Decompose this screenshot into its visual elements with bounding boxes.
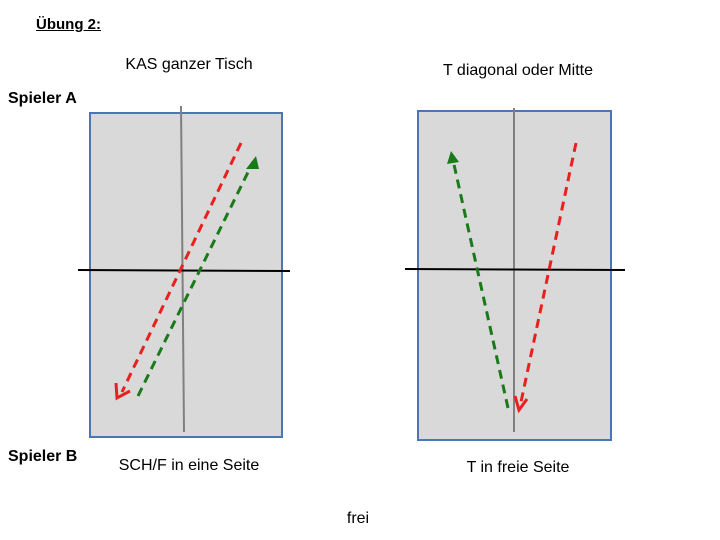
right-green-arrow-line: [451, 159, 510, 409]
left-red-arrow-line: [120, 142, 243, 393]
exercise-title: Übung 2:: [36, 16, 101, 33]
footer-note: frei: [346, 510, 370, 527]
right-table-bottom-caption: T in freie Seite: [466, 459, 570, 476]
right-table-top-caption: T diagonal oder Mitte: [442, 62, 594, 79]
right-table: [404, 108, 626, 441]
right-table-net: [404, 268, 626, 271]
left-table-net: [77, 269, 291, 272]
player-b-label: Spieler B: [8, 448, 78, 465]
left-table-top-caption: KAS ganzer Tisch: [125, 56, 253, 73]
left-table-bottom-caption: SCH/F in eine Seite: [118, 457, 260, 474]
right-green-arrowhead: [447, 151, 459, 164]
left-table-center-line: [180, 105, 185, 433]
left-green-arrow-line: [136, 161, 255, 397]
left-red-arrowhead: [114, 382, 131, 401]
right-red-arrowhead: [513, 395, 529, 414]
player-a-label: Spieler A: [8, 90, 77, 107]
left-table: [77, 105, 291, 438]
left-green-arrowhead: [246, 156, 259, 169]
